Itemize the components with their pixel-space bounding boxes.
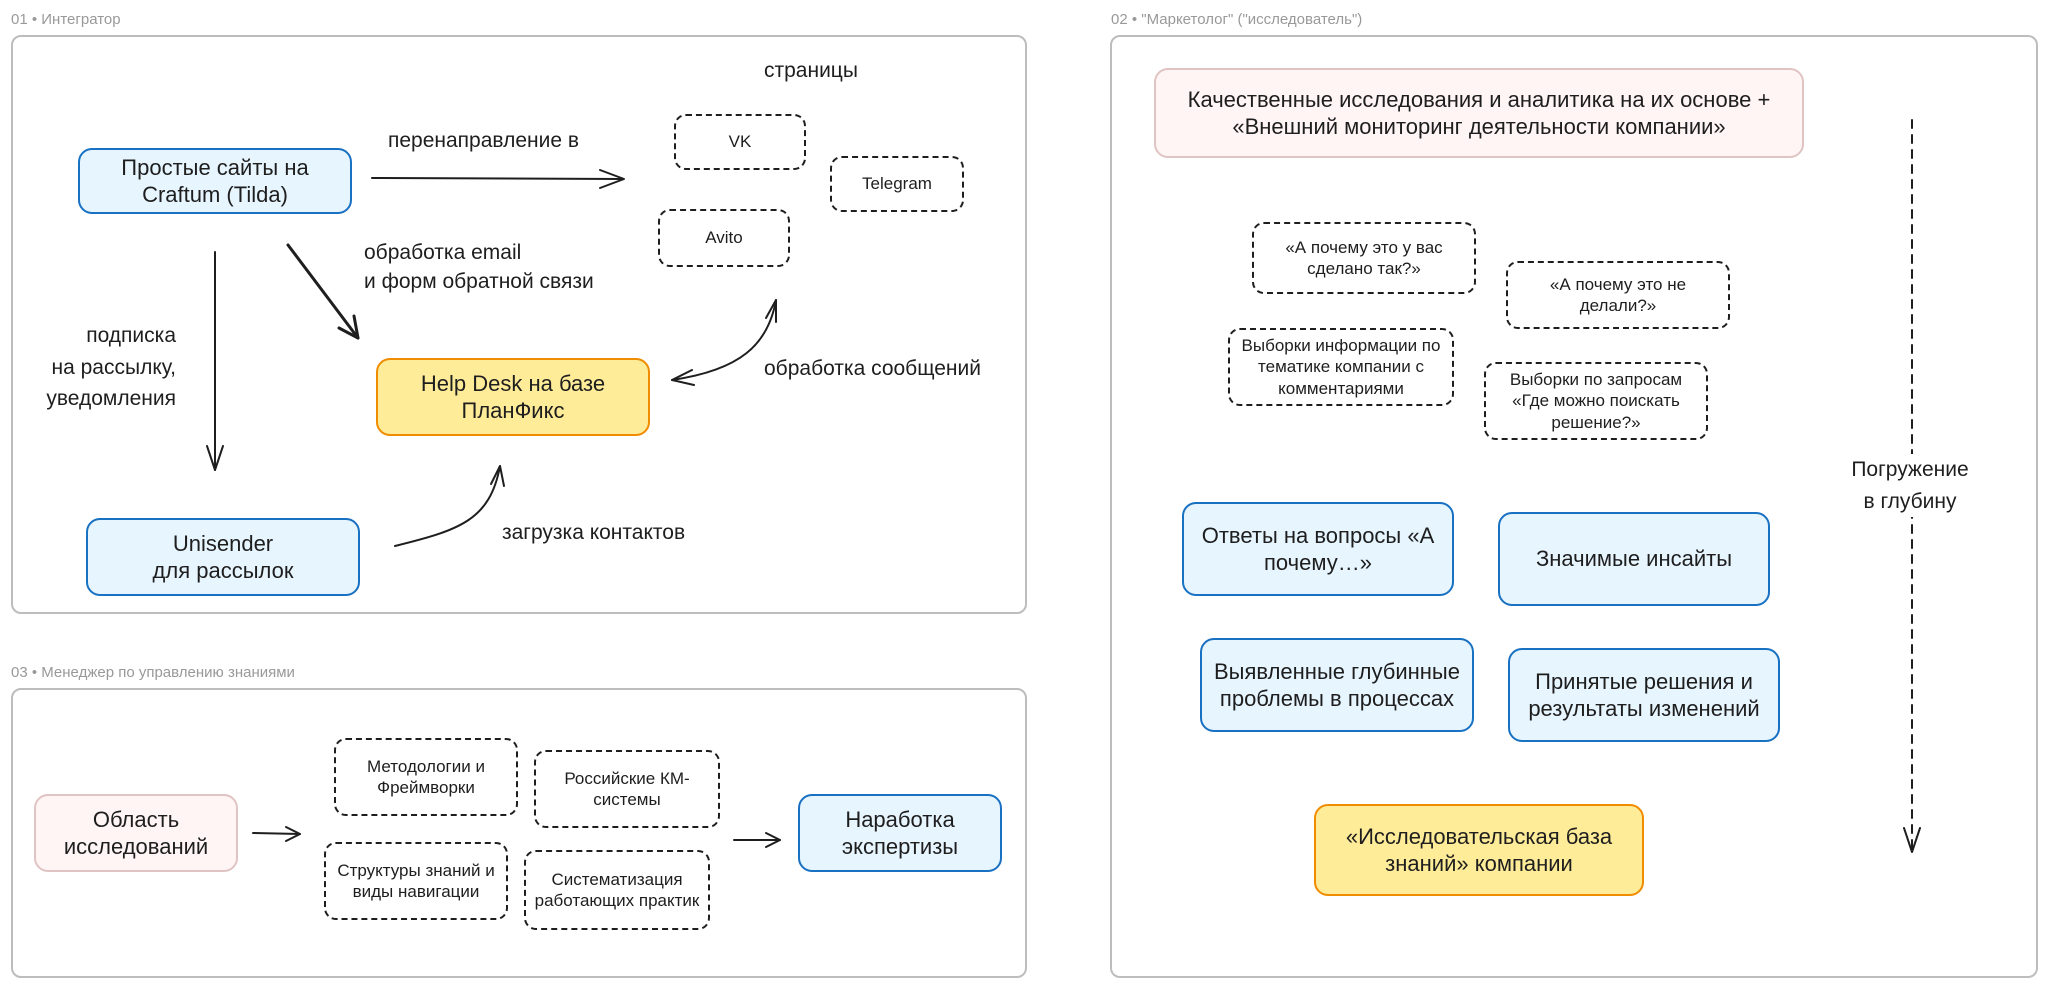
arrowhead-items-to-expertise <box>765 832 781 848</box>
arrow-email <box>286 243 360 340</box>
node-research-area[interactable]: Область исследований <box>34 794 238 872</box>
node-telegram[interactable]: Telegram <box>830 156 964 212</box>
node-selections-query[interactable]: Выборки по запросам «Где можно поискать … <box>1484 362 1708 440</box>
node-methodologies[interactable]: Методологии и Фреймворки <box>334 738 518 816</box>
arrowhead-email <box>337 314 360 340</box>
frame-integrator[interactable] <box>11 35 1027 614</box>
node-qualitative-research-label: Качественные исследования и аналитика на… <box>1187 86 1771 140</box>
node-qualitative-research[interactable]: Качественные исследования и аналитика на… <box>1154 68 1804 158</box>
arrowhead-depth <box>1903 827 1921 853</box>
node-craftum-sites[interactable]: Простые сайты на Craftum (Tilda) <box>78 148 352 214</box>
node-vk-label: VK <box>728 132 752 152</box>
node-research-knowledge-base[interactable]: «Исследовательская база знаний» компании <box>1314 804 1644 896</box>
node-expertise[interactable]: Наработка экспертизы <box>798 794 1002 872</box>
node-systematization[interactable]: Систематизация работающих практик <box>524 850 710 930</box>
node-km-systems[interactable]: Российские КМ-системы <box>534 750 720 828</box>
node-expertise-label: Наработка экспертизы <box>841 806 959 860</box>
label-email-line2: и форм обратной связи <box>364 270 594 294</box>
label-contacts: загрузка контактов <box>502 521 686 544</box>
node-decisions[interactable]: Принятые решения и результаты изменений <box>1508 648 1780 742</box>
arrowhead-area-to-items <box>285 826 301 842</box>
arrow-area-to-items <box>252 832 301 835</box>
node-insights[interactable]: Значимые инсайты <box>1498 512 1770 606</box>
arrowhead-messages-top <box>765 299 777 323</box>
node-deep-problems[interactable]: Выявленные глубинные проблемы в процесса… <box>1200 638 1474 732</box>
node-research-area-label: Область исследований <box>63 806 209 860</box>
node-answers-label: Ответы на вопросы «А почему…» <box>1201 522 1435 576</box>
node-km-systems-label: Российские КМ-системы <box>564 768 690 809</box>
node-craftum-sites-label: Простые сайты на Craftum (Tilda) <box>121 154 309 208</box>
node-answers[interactable]: Ответы на вопросы «А почему…» <box>1182 502 1454 596</box>
node-systematization-label: Систематизация работающих практик <box>534 869 700 910</box>
label-subscribe-line3: уведомления <box>46 387 176 410</box>
node-question-why-done[interactable]: «А почему это у вас сделано так?» <box>1252 222 1476 294</box>
label-messages: обработка сообщений <box>764 357 981 380</box>
frame-marketer[interactable] <box>1110 35 2038 978</box>
node-helpdesk-label: Help Desk на базе ПланФикс <box>420 370 606 424</box>
arrowhead-subscribe <box>206 445 224 471</box>
label-depth-line2: в глубину <box>1863 489 1957 513</box>
frame-knowledge[interactable] <box>11 688 1027 978</box>
node-decisions-label: Принятые решения и результаты изменений <box>1528 668 1760 722</box>
label-subscribe: подписка на рассылку, уведомления <box>24 320 176 415</box>
node-avito[interactable]: Avito <box>658 209 790 267</box>
arrow-contacts <box>394 465 501 547</box>
label-depth-line1: Погружение <box>1851 458 1969 481</box>
label-subscribe-line1: подписка <box>86 324 176 347</box>
node-question-why-not-label: «А почему это не делали?» <box>1549 274 1687 315</box>
arrow-redirect <box>371 177 623 180</box>
node-question-why-not[interactable]: «А почему это не делали?» <box>1506 261 1730 329</box>
node-selections-topic[interactable]: Выборки информации по тематике компании … <box>1228 328 1454 406</box>
frame-label-marketer: 02 • "Маркетолог" ("исследователь") <box>1111 11 1363 28</box>
node-telegram-label: Telegram <box>862 174 932 194</box>
node-research-knowledge-base-label: «Исследовательская база знаний» компании <box>1345 823 1613 877</box>
label-email-line1: обработка email <box>364 241 522 264</box>
node-knowledge-structures-label: Структуры знаний и виды навигации <box>337 860 495 901</box>
arrowhead-redirect <box>599 169 625 189</box>
label-subscribe-line2: на рассылку, <box>51 355 176 379</box>
node-knowledge-structures[interactable]: Структуры знаний и виды навигации <box>324 842 508 920</box>
label-redirect: перенаправление в <box>388 129 580 152</box>
node-selections-topic-label: Выборки информации по тематике компании … <box>1241 336 1441 398</box>
arrow-messages <box>671 299 777 381</box>
node-unisender-line1: Unisender <box>172 530 274 556</box>
arrowhead-messages-left <box>671 369 695 386</box>
label-pages: страницы <box>764 59 858 82</box>
node-helpdesk[interactable]: Help Desk на базе ПланФикс <box>376 358 650 436</box>
node-deep-problems-label: Выявленные глубинные проблемы в процесса… <box>1214 658 1460 712</box>
node-question-why-done-label: «А почему это у вас сделано так?» <box>1285 237 1443 278</box>
node-unisender-line2: для рассылок <box>152 558 294 583</box>
node-methodologies-label: Методологии и Фреймворки <box>367 756 485 797</box>
arrowhead-contacts <box>490 465 505 487</box>
frame-label-integrator: 01 • Интегратор <box>11 11 121 28</box>
frame-label-knowledge: 03 • Менеджер по управлению знаниями <box>11 664 295 681</box>
node-selections-query-label: Выборки по запросам «Где можно поискать … <box>1509 370 1683 432</box>
node-insights-label: Значимые инсайты <box>1535 546 1733 572</box>
node-avito-label: Avito <box>705 228 743 248</box>
label-depth: Погружение в глубину <box>1836 454 1984 517</box>
node-vk[interactable]: VK <box>674 114 806 170</box>
node-unisender[interactable]: Unisender для рассылок <box>86 518 360 596</box>
label-email: обработка email и форм обратной связи <box>364 238 594 297</box>
